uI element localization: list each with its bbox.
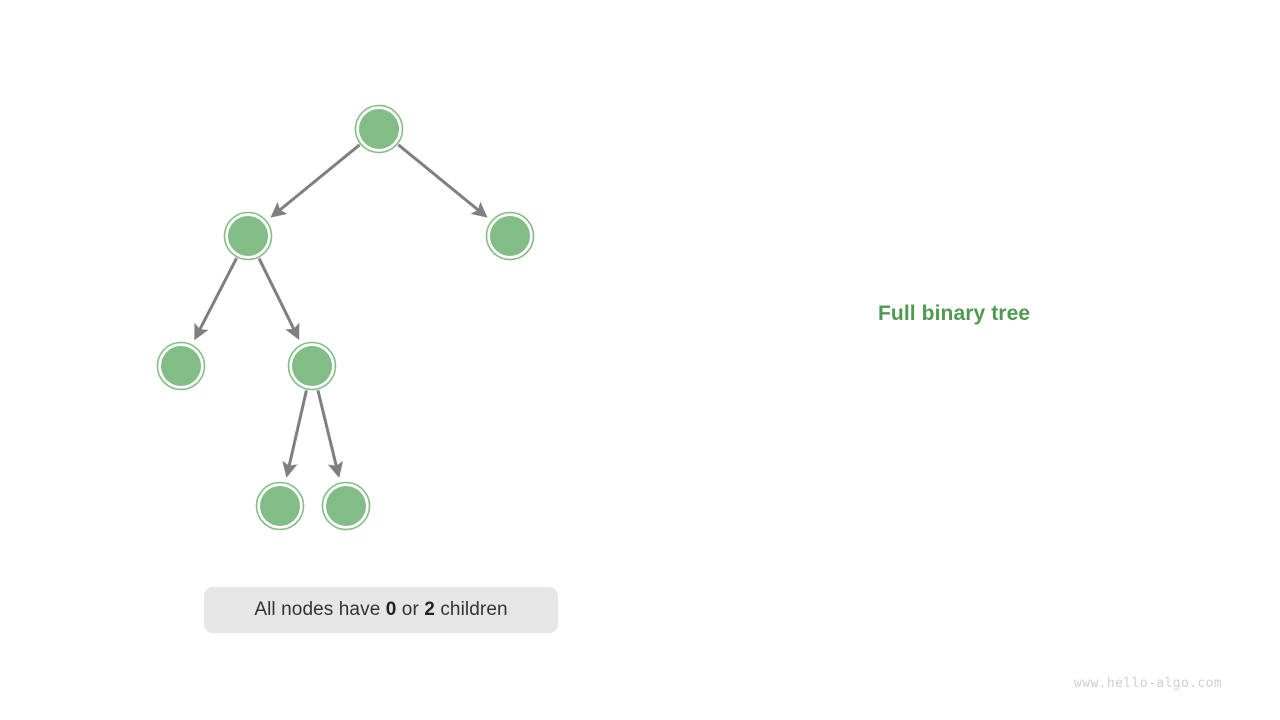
tree-edge [194, 257, 238, 341]
caption-suffix: children [434, 599, 508, 620]
node-fill [490, 216, 530, 256]
node-outer-ring [321, 481, 371, 531]
tree-edge [257, 257, 300, 340]
node-outer-ring [287, 341, 337, 391]
node-gap-ring [356, 106, 402, 152]
node-outer-ring [156, 341, 206, 391]
node-fill [161, 346, 201, 386]
tree-edge [397, 143, 488, 218]
tree-node [255, 481, 305, 531]
tree-nodes [156, 104, 535, 531]
node-outer-ring [354, 104, 404, 154]
caption-middle: or [396, 599, 425, 620]
node-gap-ring [225, 213, 271, 259]
tree-node [485, 211, 535, 261]
node-gap-ring [323, 483, 369, 529]
tree-edge [270, 143, 361, 218]
node-fill [228, 216, 268, 256]
node-fill [326, 486, 366, 526]
node-outer-ring [223, 211, 273, 261]
tree-edge [282, 390, 308, 478]
caption-prefix: All nodes have [254, 599, 386, 620]
page-title: Full binary tree [878, 302, 1031, 325]
node-outer-ring [485, 211, 535, 261]
caption-badge: All nodes have 0 or 2 children [204, 587, 558, 633]
tree-node [156, 341, 206, 391]
watermark: www.hello-algo.com [1074, 676, 1223, 691]
tree-edge [316, 389, 344, 478]
tree-node [354, 104, 404, 154]
caption-bold-two: 2 [424, 599, 435, 620]
tree-node [321, 481, 371, 531]
node-fill [359, 109, 399, 149]
node-fill [260, 486, 300, 526]
tree-node [287, 341, 337, 391]
node-gap-ring [487, 213, 533, 259]
node-gap-ring [257, 483, 303, 529]
caption-bold-zero: 0 [385, 599, 397, 620]
node-fill [292, 346, 332, 386]
node-gap-ring [289, 343, 335, 389]
caption-text: All nodes have 0 or 2 children [254, 599, 507, 621]
tree-edges [194, 143, 488, 478]
node-gap-ring [158, 343, 204, 389]
tree-node [223, 211, 273, 261]
node-outer-ring [255, 481, 305, 531]
